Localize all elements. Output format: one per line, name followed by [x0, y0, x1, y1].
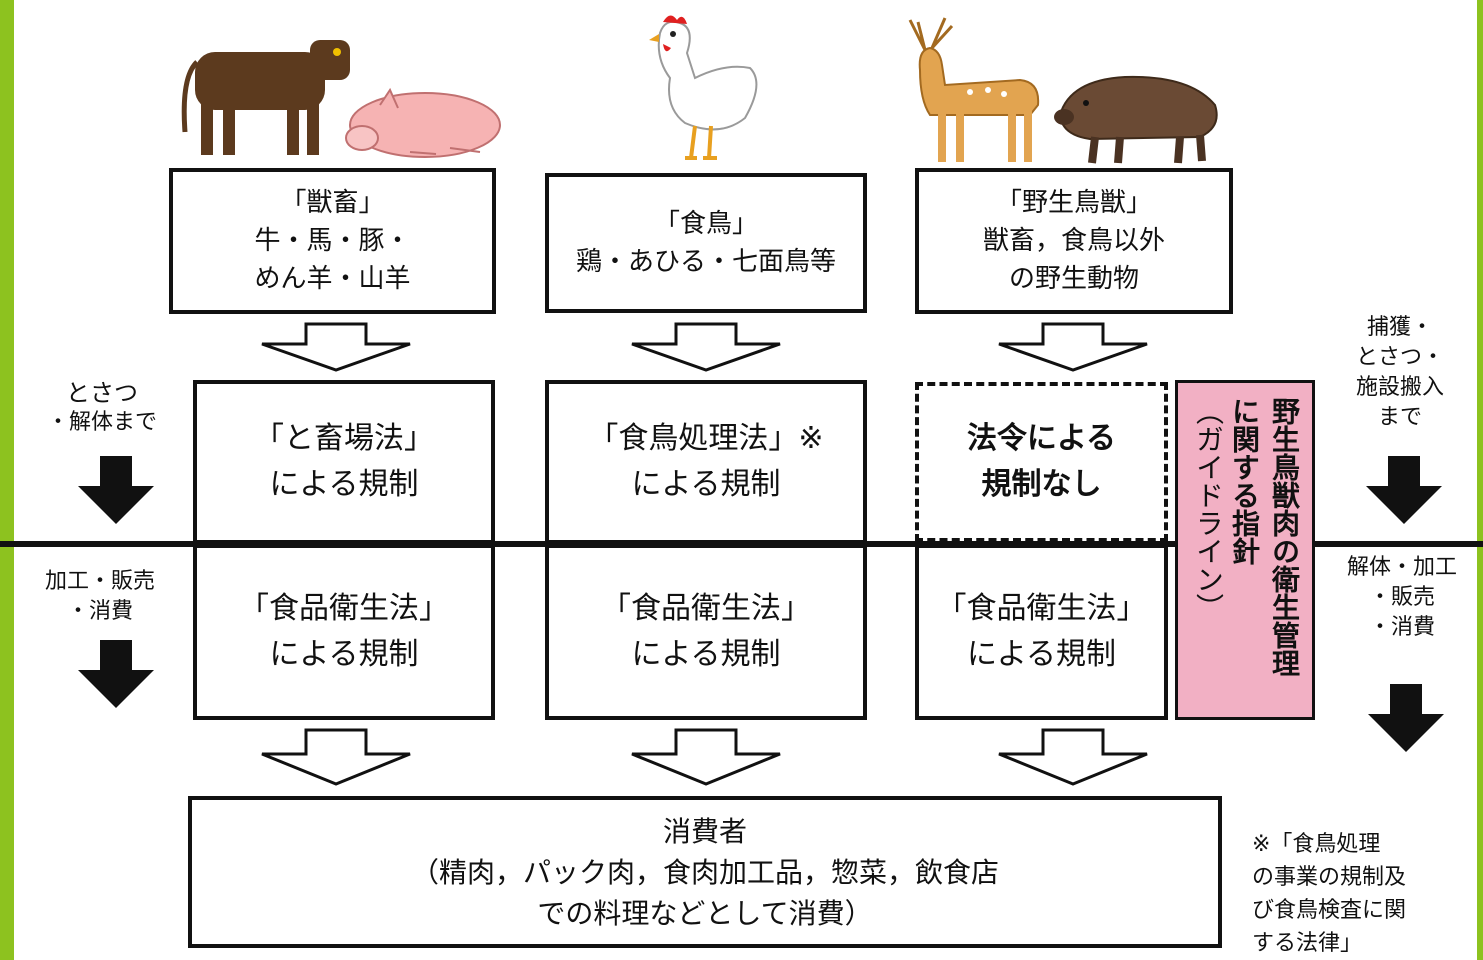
right-lower-line-1: 解体・加工	[1346, 555, 1457, 580]
food-law-2-line-1: 「食品衛生法」	[601, 591, 811, 626]
food-law-2-line-2: による規制	[631, 637, 781, 672]
guideline-subtitle: に関する指針	[1228, 397, 1261, 565]
right-upper-label: 捕獲・ とさつ・ 施設搬入 まで	[1330, 313, 1470, 433]
food-law-1-line-2: による規制	[269, 637, 419, 672]
right-lower-line-2: ・販売	[1368, 585, 1435, 610]
law-poultry-line-1: 「食鳥処理法」※	[588, 421, 824, 456]
chicken-illustration	[649, 15, 758, 160]
hollow-arrow	[261, 322, 411, 372]
cow-illustration	[181, 40, 350, 155]
consumer-line-2: （精肉，パック肉，食肉加工品，惣菜，飲食店	[410, 855, 999, 889]
category-wild-line-2: 獣畜，食鳥以外	[982, 226, 1165, 256]
category-box-poultry: 「食鳥」 鶏・あひる・七面鳥等	[545, 173, 867, 313]
guideline-box: 野生鳥獣肉の衛生管理 に関する指針 （ガイドライン）	[1175, 380, 1315, 720]
left-upper-arrow	[78, 456, 154, 524]
left-lower-line-2: ・消費	[66, 599, 133, 624]
right-upper-line-1: 捕獲・	[1366, 315, 1433, 340]
stage-divider-line	[0, 541, 1483, 547]
category-livestock-line-3: めん羊・山羊	[254, 264, 411, 294]
boar-illustration	[1054, 75, 1218, 164]
left-lower-label: 加工・販売 ・消費	[30, 567, 170, 627]
left-lower-line-1: 加工・販売	[44, 569, 155, 594]
consumer-box: 消費者 （精肉，パック肉，食肉加工品，惣菜，飲食店 での料理などとして消費）	[188, 796, 1222, 948]
footnote-line-3: び食鳥検査に関	[1252, 898, 1407, 923]
guideline-label: （ガイドライン）	[1192, 397, 1225, 621]
category-wild-line-1: 「野生鳥獣」	[995, 188, 1152, 218]
right-upper-line-2: とさつ・	[1355, 345, 1444, 370]
food-law-3-line-1: 「食品衛生法」	[936, 591, 1147, 626]
right-lower-line-3: ・消費	[1368, 615, 1435, 640]
left-green-border	[0, 0, 14, 960]
category-livestock-line-1: 「獣畜」	[280, 188, 385, 218]
left-upper-line-2: ・解体まで	[46, 410, 157, 435]
right-upper-line-3: 施設搬入	[1355, 375, 1444, 400]
category-box-wild: 「野生鳥獣」 獣畜，食鳥以外 の野生動物	[915, 168, 1233, 314]
right-lower-arrow	[1368, 684, 1444, 752]
left-upper-line-1: とさつ	[66, 379, 138, 407]
law-box-slaughterhouse-act: 「と畜場法」 による規制	[193, 380, 495, 544]
hollow-arrow	[998, 728, 1148, 786]
left-lower-arrow	[78, 640, 154, 708]
right-upper-arrow	[1366, 456, 1442, 524]
law-box-poultry-act: 「食鳥処理法」※ による規制	[545, 380, 867, 544]
right-green-border	[1477, 0, 1483, 960]
law-slaughterhouse-line-2: による規制	[269, 467, 419, 502]
hollow-arrow	[631, 322, 781, 372]
deer-illustration	[908, 17, 1040, 162]
hollow-arrow	[998, 322, 1148, 372]
pig-illustration	[345, 87, 501, 158]
consumer-line-3: での料理などとして消費）	[537, 896, 873, 930]
hollow-arrow	[631, 728, 781, 786]
food-law-3-line-2: による規制	[966, 637, 1117, 672]
footnote-line-1: ※「食鳥処理	[1252, 832, 1381, 857]
right-upper-line-4: まで	[1377, 405, 1422, 430]
law-slaughterhouse-line-1: 「と畜場法」	[254, 421, 434, 456]
consumer-title: 消費者	[662, 814, 747, 848]
law-box-food-sanitation-2: 「食品衛生法」 による規制	[545, 544, 867, 720]
guideline-title: 野生鳥獣肉の衛生管理	[1268, 397, 1301, 677]
law-box-food-sanitation-3: 「食品衛生法」 による規制	[915, 544, 1168, 720]
law-poultry-line-2: による規制	[631, 467, 781, 502]
left-upper-label: とさつ ・解体まで	[32, 378, 172, 438]
category-box-livestock: 「獣畜」 牛・馬・豚・ めん羊・山羊	[169, 168, 496, 314]
category-livestock-line-2: 牛・馬・豚・	[254, 226, 411, 256]
hollow-arrow	[261, 728, 411, 786]
law-none-line-1: 法令による	[966, 421, 1117, 456]
right-lower-label: 解体・加工 ・販売 ・消費	[1322, 553, 1482, 643]
law-box-no-regulation: 法令による 規制なし	[915, 382, 1168, 542]
footnote: ※「食鳥処理 の事業の規制及 び食鳥検査に関 する法律」	[1252, 828, 1482, 960]
category-wild-line-3: の野生動物	[1008, 264, 1139, 294]
footnote-line-4: する法律」	[1252, 931, 1363, 956]
category-poultry-line-1: 「食鳥」	[653, 209, 758, 239]
category-poultry-line-2: 鶏・あひる・七面鳥等	[575, 247, 836, 277]
law-box-food-sanitation-1: 「食品衛生法」 による規制	[193, 544, 495, 720]
footnote-line-2: の事業の規制及	[1252, 865, 1407, 890]
food-law-1-line-1: 「食品衛生法」	[239, 591, 449, 626]
law-none-line-2: 規制なし	[981, 467, 1102, 502]
